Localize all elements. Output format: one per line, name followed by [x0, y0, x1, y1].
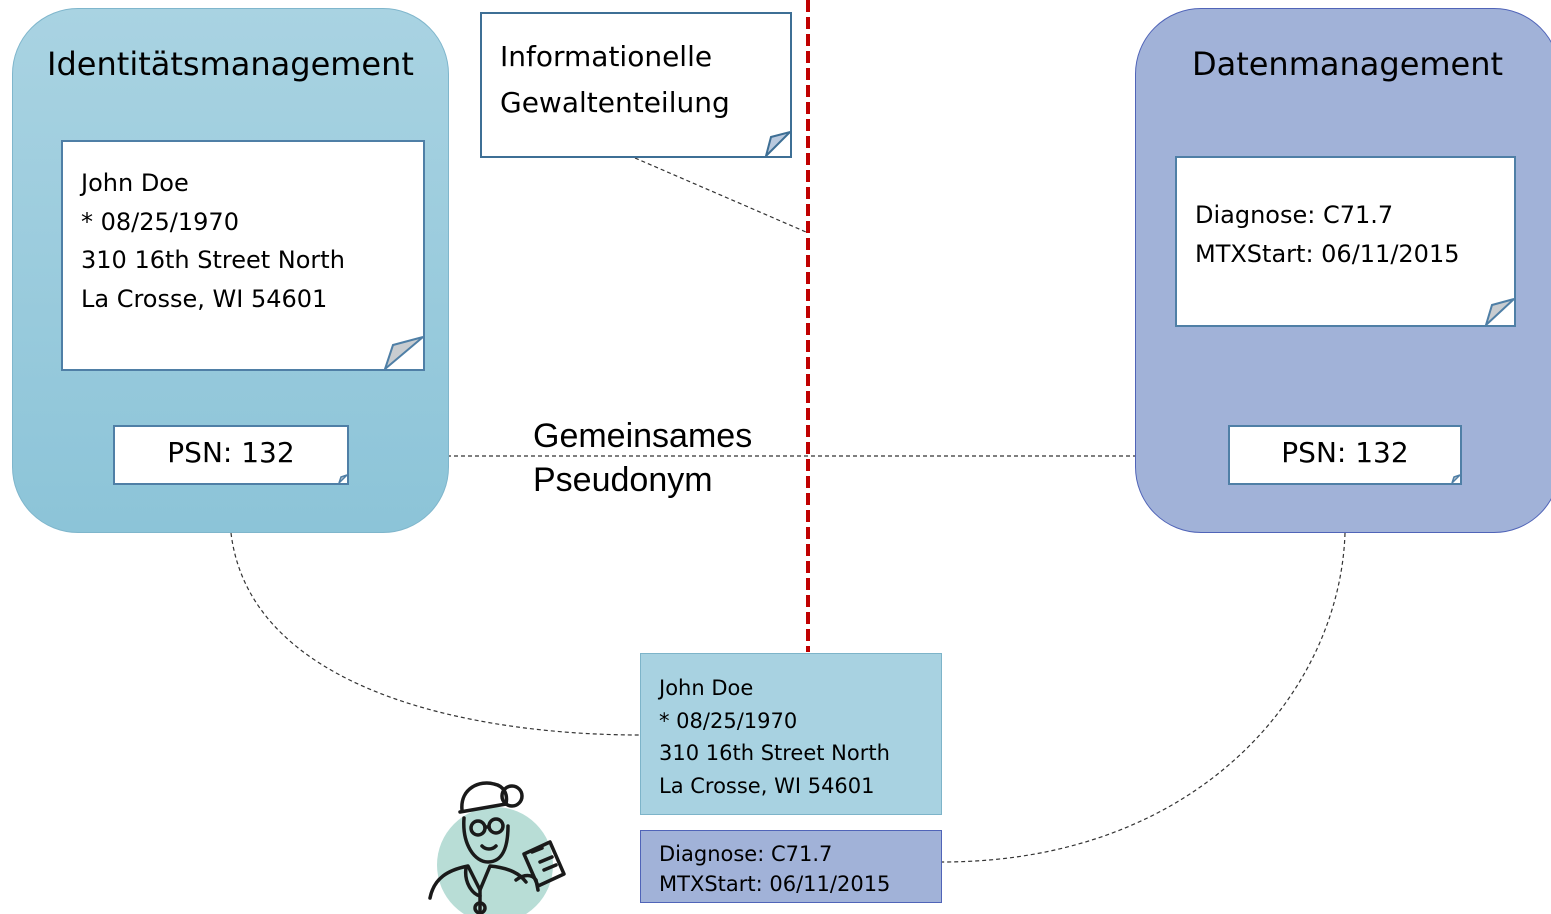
data-psn-note: PSN: 132 [1228, 425, 1462, 485]
merged-data-text: Diagnose: C71.7 MTXStart: 06/11/2015 [659, 842, 891, 896]
doctor-icon [428, 781, 566, 914]
identity-zone-title: Identitätsmanagement [47, 45, 414, 83]
folded-corner-icon [338, 474, 348, 484]
merged-data-box: Diagnose: C71.7 MTXStart: 06/11/2015 [640, 830, 942, 903]
folded-corner-icon [1451, 474, 1461, 484]
callout-text: Informationelle Gewaltenteilung [500, 40, 730, 119]
folded-corner-icon [764, 130, 792, 158]
data-psn-label: PSN: 132 [1281, 436, 1409, 469]
identity-record-text: John Doe * 08/25/1970 310 16th Street No… [81, 169, 345, 313]
data-zone-title: Datenmanagement [1191, 45, 1504, 83]
identity-psn-label: PSN: 132 [167, 436, 295, 469]
folded-corner-icon [383, 336, 424, 371]
shared-pseudonym-label: Gemeinsames Pseudonym [533, 417, 753, 499]
data-record-note: Diagnose: C71.7 MTXStart: 06/11/2015 [1175, 156, 1516, 327]
merged-identity-text: John Doe * 08/25/1970 310 16th Street No… [659, 676, 890, 798]
separation-of-powers-callout: Informationelle Gewaltenteilung [480, 12, 792, 158]
identity-psn-note: PSN: 132 [113, 425, 349, 485]
callout-pointer [634, 157, 807, 233]
identity-record-note: John Doe * 08/25/1970 310 16th Street No… [61, 140, 425, 371]
data-merge-curve [941, 532, 1346, 863]
folded-corner-icon [1484, 298, 1515, 327]
data-record-text: Diagnose: C71.7 MTXStart: 06/11/2015 [1195, 201, 1460, 268]
merged-identity-box: John Doe * 08/25/1970 310 16th Street No… [640, 653, 942, 815]
identity-merge-curve [230, 532, 641, 736]
